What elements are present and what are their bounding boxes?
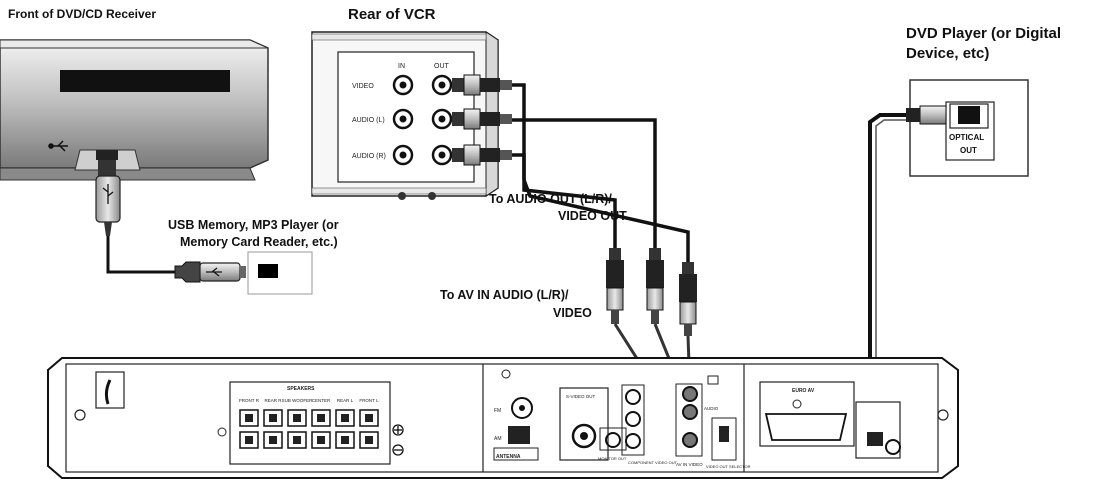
speaker-terminal-hole <box>293 436 301 444</box>
monitor-label: MONITOR OUT <box>598 456 627 461</box>
dvd-player-label-line2: Device, etc) <box>906 45 989 62</box>
receiver-rear <box>47 357 959 479</box>
receiver-front <box>0 39 269 181</box>
euro-av-label: EURO AV <box>792 388 815 394</box>
vcr-row-label: AUDIO (L) <box>352 117 385 124</box>
monitor-out-jack <box>605 432 621 448</box>
plug-left <box>606 248 624 324</box>
fm-label: FM <box>494 408 501 414</box>
av-in-label-line1: To AV IN AUDIO (L/R)/ <box>440 288 569 302</box>
usb-label-line2: Memory Card Reader, etc.) <box>180 235 338 249</box>
fm-antenna-jack <box>511 397 533 419</box>
front-receiver-label: Front of DVD/CD Receiver <box>8 7 156 21</box>
optical-out-jack <box>958 106 980 124</box>
scart-connector <box>764 413 848 441</box>
usb-stick-icon <box>206 267 222 277</box>
vcr-in-video-jack <box>392 74 414 96</box>
speaker-column-label: CENTER <box>312 398 331 403</box>
plug-right <box>679 262 697 336</box>
vcr-rca-plugs <box>452 74 512 166</box>
dvd-player <box>909 79 1029 177</box>
vcr-out-label: OUT <box>434 63 450 70</box>
avin-audio-r-jack <box>682 386 698 402</box>
am-label: AM <box>494 436 502 442</box>
speaker-terminal-hole <box>317 436 325 444</box>
speaker-column-label: REAR L <box>337 398 354 403</box>
vcr-in-audio-r-jack <box>392 144 414 166</box>
av-in-plugs <box>606 248 697 336</box>
speaker-column-label: FRONT R <box>239 398 260 403</box>
vcr-row-label: AUDIO (R) <box>352 153 386 160</box>
speaker-terminal-hole <box>365 414 373 422</box>
dvd-player-label-line1: DVD Player (or Digital <box>906 25 1061 42</box>
speaker-terminal-hole <box>293 414 301 422</box>
avin-label: AV IN VIDEO <box>676 462 703 467</box>
avin-audio-l-jack <box>682 404 698 420</box>
antenna-label: ANTENNA <box>496 454 521 460</box>
speaker-terminal-hole <box>341 414 349 422</box>
speaker-terminal-hole <box>341 436 349 444</box>
svideo-label: S-VIDEO OUT <box>566 394 596 399</box>
speaker-terminal-hole <box>317 414 325 422</box>
vcr-out-audio-l-jack <box>431 108 453 130</box>
speaker-column-label: SUB WOOFER <box>282 398 314 403</box>
speaker-terminals <box>239 409 379 449</box>
usb-plug-icon <box>102 184 114 204</box>
speaker-terminal-hole <box>269 436 277 444</box>
svideo-jack <box>571 423 597 449</box>
optical-label-line1: OPTICAL <box>949 133 984 142</box>
av-cables <box>512 83 690 262</box>
am-antenna-terminal <box>508 426 530 444</box>
speaker-column-label: FRONT L <box>359 398 379 403</box>
optical-label-line2: OUT <box>960 146 977 155</box>
usb-label-line1: USB Memory, MP3 Player (or <box>168 218 339 232</box>
usb-symbol-icon <box>48 140 68 152</box>
usb-cable <box>95 160 246 283</box>
speaker-terminal-hole <box>245 436 253 444</box>
speaker-column-label: REAR R <box>264 398 282 403</box>
video-selector-switch[interactable] <box>719 426 729 442</box>
speaker-terminal-hole <box>365 436 373 444</box>
coax-in-jack <box>885 439 901 455</box>
av-in-label-line2: VIDEO <box>553 306 592 320</box>
component-label: COMPONENT VIDEO OUT <box>628 460 678 465</box>
avin-video-jack <box>682 432 698 448</box>
vcr-in-label: IN <box>398 63 405 70</box>
rear-vcr-label: Rear of VCR <box>348 6 436 23</box>
audio-out-label-line2: VIDEO OUT <box>558 209 627 223</box>
screw-icon <box>74 409 86 421</box>
vcr-row-label: VIDEO <box>352 83 374 90</box>
audio-label: AUDIO <box>704 406 719 411</box>
vcr-out-audio-r-jack <box>431 144 453 166</box>
usb-port <box>96 150 118 160</box>
disc-tray <box>60 70 230 92</box>
speaker-terminal-hole <box>269 414 277 422</box>
audio-out-label-line1: To AUDIO OUT (L/R)/ <box>489 192 612 206</box>
speaker-terminal-hole <box>245 414 253 422</box>
plug-middle <box>646 248 664 324</box>
vcr-out-video-jack <box>431 74 453 96</box>
vcr-in-audio-l-jack <box>392 108 414 130</box>
optical-in-jack <box>867 432 883 446</box>
usb-device <box>247 251 313 295</box>
speakers-title: SPEAKERS <box>287 386 315 392</box>
screw-icon <box>937 409 949 421</box>
vcr-jacks <box>392 74 453 166</box>
video-selector-label: VIDEO OUT SELECTOR <box>706 464 751 469</box>
